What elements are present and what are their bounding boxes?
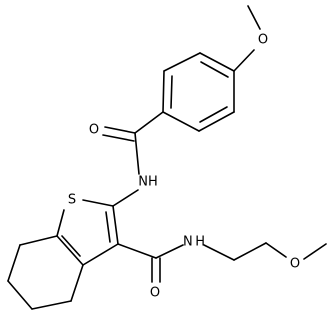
bond-ch2-ch2 (233, 242, 267, 261)
bond-benzene-3-inner (170, 75, 173, 109)
bond-c-nh-upper (134, 132, 140, 175)
bond-cyclohexane-1 (19, 235, 58, 246)
bond-benzene-2 (163, 52, 201, 72)
bond-thiophene-c3-c3a (82, 243, 119, 266)
bond-benzene-1 (199, 52, 235, 72)
bond-benzene-5 (198, 111, 235, 132)
bond-thiophene-c2-c3-inner (105, 211, 111, 243)
bond-o-methyl (303, 243, 327, 260)
atom-label-o-methoxyethyl: O (290, 257, 300, 272)
bond-ring-carbonyl-upper (134, 111, 164, 134)
bond-ch2-o (265, 242, 287, 258)
bond-cyclohexane-4 (31, 300, 72, 310)
atom-label-o-carbonyl-upper: O (89, 123, 99, 138)
bond-benzene-3 (162, 70, 165, 113)
bond-nh-thiophene (112, 189, 139, 207)
atom-label-nh-lower: N H (183, 235, 205, 250)
atom-label-s-thiophene: S (68, 193, 76, 208)
bond-methyl-o-top (247, 5, 261, 30)
bond-thiophene-c3a-c7a (56, 235, 84, 266)
bond-thiophene-c2-c3 (112, 205, 119, 245)
bond-c-o-upper-2 (102, 134, 135, 142)
atom-label-layer: O O NH S N H O O (68, 33, 300, 301)
bond-benzene-4 (162, 111, 200, 132)
atom-label-o-carbonyl-lower: O (150, 286, 160, 301)
bond-thiophene-c2-s (82, 199, 114, 207)
atom-label-nh-upper: NH (138, 175, 158, 190)
bond-benzene-1-inner (200, 61, 229, 78)
bond-benzene-5-inner (199, 106, 228, 123)
bond-cyclohexane-3 (7, 280, 33, 310)
bond-o-top-ring (233, 49, 255, 72)
bond-cyclohexane-5 (70, 264, 84, 302)
bond-c-nh-lower (155, 244, 184, 259)
bond-layer (7, 5, 327, 310)
bond-cyclohexane-2 (7, 244, 21, 282)
atom-label-o-methoxy: O (258, 33, 268, 48)
bond-thiophene-c3a-c7a-inner (61, 235, 81, 257)
bond-nh-ch2 (203, 244, 235, 261)
bond-c-o-upper-1 (104, 126, 136, 134)
bond-thiophene-s-c7a (56, 209, 65, 237)
bond-c3-carbonyl-lower (117, 243, 157, 259)
